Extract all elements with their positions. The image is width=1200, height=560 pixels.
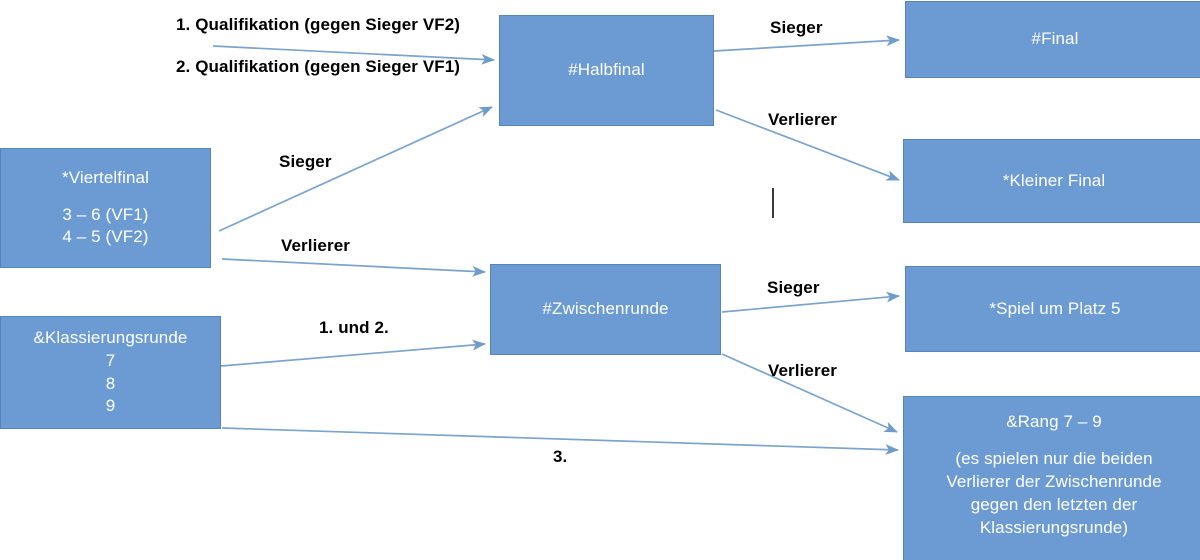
label-zwischenrunde-verlierer: Verlierer: [768, 361, 837, 380]
arrow-viertelfinal-verlierer-to-zwischenrunde: [221, 258, 487, 277]
viertelfinal-line-1: 3 – 6 (VF1): [62, 204, 149, 224]
halbfinal-title: #Halbfinal: [568, 60, 645, 80]
spiel-um-platz-5-title: *Spiel um Platz 5: [989, 298, 1121, 318]
node-zwischenrunde[interactable]: #Zwischenrunde: [490, 264, 721, 355]
text-cursor-artifact: [772, 188, 774, 218]
label-klassierungsrunde-3: 3.: [553, 447, 568, 466]
arrow-halbfinal-sieger-to-final: [713, 35, 901, 52]
label-viertelfinal-verlierer: Verlierer: [281, 236, 350, 255]
klassierungsrunde-line-3: 9: [105, 396, 116, 416]
node-klassierungsrunde[interactable]: &Klassierungsrunde 7 8 9: [0, 316, 221, 429]
node-rang-7-9[interactable]: &Rang 7 – 9 (es spielen nur die beiden V…: [903, 396, 1200, 560]
label-qualifikation-1: 1. Qualifikation (gegen Sieger VF2): [176, 15, 461, 34]
label-klassierungsrunde-1-und-2: 1. und 2.: [319, 318, 389, 337]
arrow-klassierungsrunde-1und2-to-zwischenrunde: [220, 339, 487, 367]
node-halbfinal[interactable]: #Halbfinal: [499, 15, 714, 126]
node-viertelfinal[interactable]: *Viertelfinal 3 – 6 (VF1) 4 – 5 (VF2): [0, 148, 211, 268]
kleiner-final-title: *Kleiner Final: [1002, 170, 1106, 190]
rang-7-9-note-line-4: Klassierungsrunde): [979, 517, 1129, 537]
zwischenrunde-title: #Zwischenrunde: [542, 299, 669, 319]
node-spiel-um-platz-5[interactable]: *Spiel um Platz 5: [905, 266, 1200, 352]
label-viertelfinal-sieger: Sieger: [279, 152, 332, 171]
label-halbfinal-verlierer: Verlierer: [768, 110, 837, 129]
arrow-viertelfinal-sieger-to-halbfinal: [218, 106, 493, 232]
klassierungsrunde-line-1: 7: [105, 350, 116, 370]
arrow-zwischenrunde-sieger-to-spielumplatz5: [721, 291, 901, 313]
label-halbfinal-sieger: Sieger: [770, 18, 823, 37]
klassierungsrunde-title: &Klassierungsrunde: [33, 327, 188, 347]
node-kleiner-final[interactable]: *Kleiner Final: [903, 139, 1200, 223]
final-title: #Final: [1031, 29, 1079, 49]
viertelfinal-title: *Viertelfinal: [62, 167, 149, 187]
rang-7-9-note-line-2: Verlierer der Zwischenrunde: [946, 471, 1162, 491]
rang-7-9-title: &Rang 7 – 9: [1006, 412, 1102, 431]
label-qualifikation-2: 2. Qualifikation (gegen Sieger VF1): [176, 57, 461, 76]
node-final[interactable]: #Final: [905, 1, 1200, 78]
rang-7-9-note-line-1: (es spielen nur die beiden: [955, 448, 1153, 468]
viertelfinal-line-2: 4 – 5 (VF2): [62, 227, 149, 247]
label-zwischenrunde-sieger: Sieger: [767, 278, 820, 297]
klassierungsrunde-line-2: 8: [105, 373, 116, 393]
rang-7-9-note-line-3: gegen den letzten der: [970, 494, 1138, 514]
